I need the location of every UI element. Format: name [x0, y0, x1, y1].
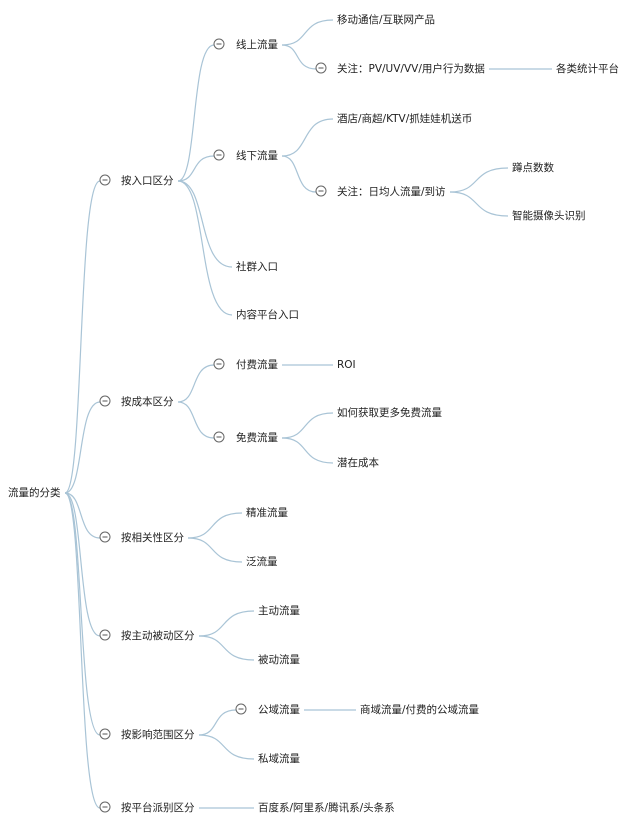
mindmap-node-4[interactable]: 按影响范围区分 [121, 729, 195, 741]
collapse-toggle-icon[interactable] [213, 38, 225, 50]
mindmap-node-5[interactable]: 按平台派别区分 [121, 802, 195, 814]
mindmap-node-3-1[interactable]: 被动流量 [258, 654, 300, 666]
mindmap-node-4-0-0[interactable]: 商域流量/付费的公域流量 [360, 704, 480, 716]
collapse-toggle-icon[interactable] [213, 358, 225, 370]
edge-1-0 [177, 364, 215, 403]
edge-2-1 [187, 537, 243, 563]
edge-5 [64, 492, 101, 809]
mindmap-node-0-0-0[interactable]: 移动通信/互联网产品 [337, 14, 436, 26]
edge-1 [64, 401, 101, 494]
collapse-toggle-icon[interactable] [99, 395, 111, 407]
edge-3 [64, 492, 101, 637]
edge-1-1-0 [281, 412, 334, 439]
collapse-toggle-icon[interactable] [315, 185, 327, 197]
edge-0-0-1 [281, 44, 317, 70]
edge-0-1-0 [281, 118, 334, 157]
mindmap-node-2-1[interactable]: 泛流量 [246, 556, 278, 568]
mindmap-node-0[interactable]: 按入口区分 [121, 175, 174, 187]
collapse-toggle-icon[interactable] [213, 149, 225, 161]
mindmap-node-0-0-1[interactable]: 关注：PV/UV/VV/用户行为数据 [337, 63, 485, 75]
mindmap-node-0-3[interactable]: 内容平台入口 [236, 309, 299, 321]
mindmap-node-0-1-1-1[interactable]: 智能摄像头识别 [512, 210, 586, 222]
mindmap-node-0-0[interactable]: 线上流量 [236, 39, 278, 51]
edge-4-1 [198, 734, 255, 760]
mindmap-node-0-2[interactable]: 社群入口 [236, 261, 278, 273]
mindmap-node-5-0[interactable]: 百度系/阿里系/腾讯系/头条系 [258, 802, 395, 814]
edge-2 [64, 492, 101, 539]
mindmap-node-1-0-0[interactable]: ROI [337, 359, 356, 371]
mindmap-node-1-1[interactable]: 免费流量 [236, 432, 278, 444]
mindmap-node-4-1[interactable]: 私域流量 [258, 753, 300, 765]
mindmap-node-0-1[interactable]: 线下流量 [236, 150, 278, 162]
mindmap-node-1-1-1[interactable]: 潜在成本 [337, 457, 379, 469]
collapse-toggle-icon[interactable] [99, 801, 111, 813]
mindmap-node-0-1-1[interactable]: 关注：日均人流量/到访 [337, 186, 446, 198]
collapse-toggle-icon[interactable] [235, 703, 247, 715]
mindmap-root-node[interactable]: 流量的分类 [8, 487, 61, 499]
edge-0-1 [177, 155, 215, 182]
mindmap-node-0-1-1-0[interactable]: 蹲点数数 [512, 162, 554, 174]
edge-3-0 [198, 610, 255, 637]
mindmap-node-4-0[interactable]: 公域流量 [258, 704, 300, 716]
edge-0 [64, 180, 101, 494]
mindmap-node-2[interactable]: 按相关性区分 [121, 532, 184, 544]
collapse-toggle-icon[interactable] [99, 531, 111, 543]
mindmap-node-0-0-1-0[interactable]: 各类统计平台 [556, 63, 619, 75]
edge-0-0 [177, 44, 215, 182]
edge-4-0 [198, 709, 237, 736]
collapse-toggle-icon[interactable] [315, 62, 327, 74]
edge-3-1 [198, 635, 255, 661]
mindmap-node-2-0[interactable]: 精准流量 [246, 507, 288, 519]
mindmap-node-1-1-0[interactable]: 如何获取更多免费流量 [337, 407, 442, 419]
mindmap-node-3-0[interactable]: 主动流量 [258, 605, 300, 617]
edge-2-0 [187, 512, 243, 539]
mindmap-node-0-1-0[interactable]: 酒店/商超/KTV/抓娃娃机送币 [337, 113, 473, 125]
collapse-toggle-icon[interactable] [99, 174, 111, 186]
mindmap-node-1-0[interactable]: 付费流量 [236, 359, 278, 371]
edge-0-1-1-0 [449, 167, 509, 193]
collapse-toggle-icon[interactable] [99, 728, 111, 740]
edge-0-1-1 [281, 155, 317, 193]
mindmap-node-1[interactable]: 按成本区分 [121, 396, 174, 408]
edge-0-3 [177, 180, 233, 316]
edge-1-1-1 [281, 437, 334, 464]
edge-0-1-1-1 [449, 191, 509, 217]
edge-0-2 [177, 180, 233, 268]
edge-0-0-0 [281, 19, 334, 46]
collapse-toggle-icon[interactable] [213, 431, 225, 443]
edge-1-1 [177, 401, 215, 439]
collapse-toggle-icon[interactable] [99, 629, 111, 641]
edge-4 [64, 492, 101, 736]
mindmap-node-3[interactable]: 按主动被动区分 [121, 630, 195, 642]
